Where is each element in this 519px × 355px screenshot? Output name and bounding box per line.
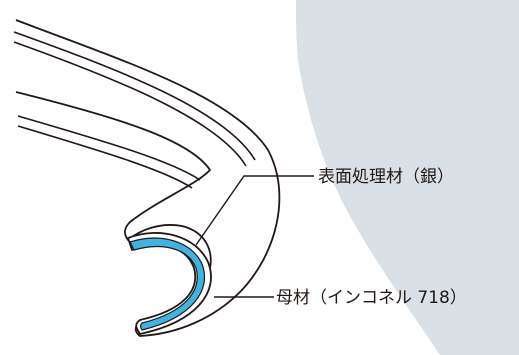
leader-line-coating [195, 175, 314, 246]
label-coating-material: 表面処理材（銀） [318, 167, 454, 187]
ring-edge-line-2 [13, 41, 247, 167]
label-base-material: 母材（インコネル 718） [276, 288, 467, 308]
ring-edge-line-4 [17, 125, 193, 189]
ring-outer-surface [15, 19, 281, 337]
background-panel [296, 0, 519, 355]
ring-edge-line-1 [13, 31, 256, 161]
cross-section-coating [129, 237, 206, 331]
ring-edge-line-3 [17, 115, 201, 181]
